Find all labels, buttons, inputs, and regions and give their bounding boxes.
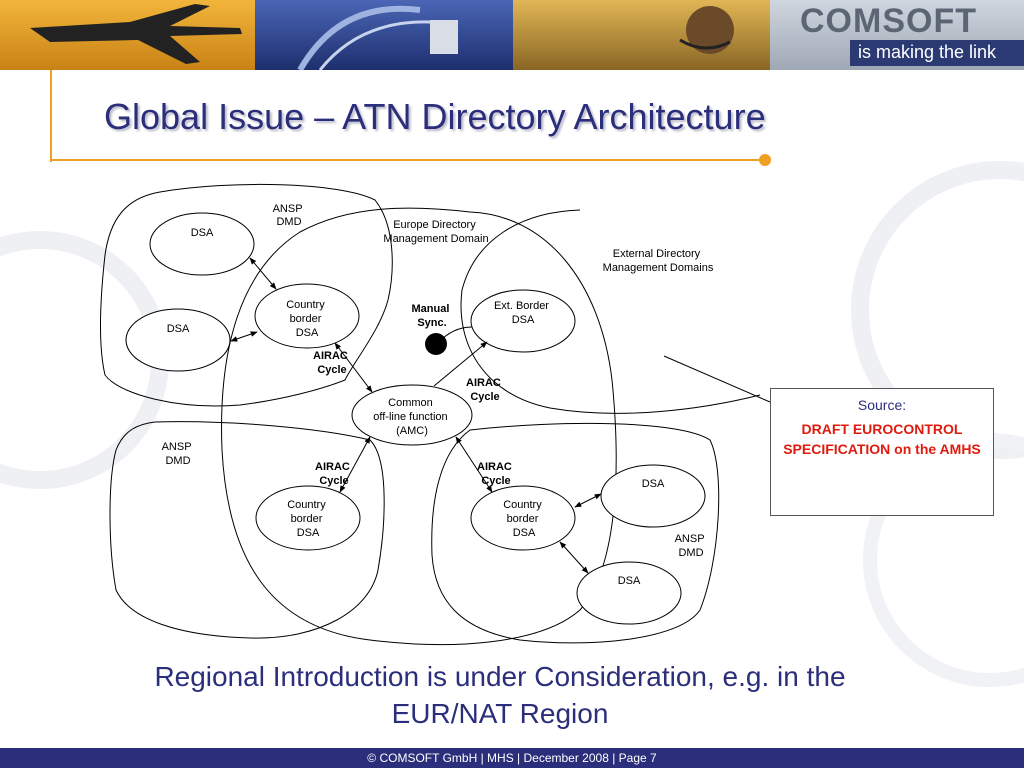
airac-cycle-label-4: AIRAC Cycle xyxy=(477,461,515,487)
dsa-node-top-left xyxy=(149,212,255,276)
header-banner: COMSOFT is making the link xyxy=(0,0,1024,70)
company-logo: COMSOFT xyxy=(800,2,977,40)
footer-bar xyxy=(0,748,1024,768)
dsa-node-right-upper xyxy=(600,464,706,528)
dsa-top-left-label: DSA xyxy=(191,227,214,239)
cb-top-label: Country border DSA xyxy=(286,299,328,339)
dsa-right-upper-label: DSA xyxy=(642,478,665,490)
left-dmd-label: ANSP DMD xyxy=(162,441,195,467)
link-common-to-ext-border xyxy=(433,341,488,387)
source-box: Source: DRAFT EUROCONTROL SPECIFICATION … xyxy=(770,388,994,516)
title-accent-rule xyxy=(50,159,762,161)
country-border-dsa-bottom-left xyxy=(255,485,361,551)
country-border-dsa-top xyxy=(254,283,360,349)
slide-subtitle: Regional Introduction is under Considera… xyxy=(0,658,1000,732)
airplane-icon xyxy=(30,4,242,64)
external-domain-boundary-line xyxy=(663,355,771,403)
right-ansp-dmd-region xyxy=(431,422,720,644)
right-dmd-label: ANSP DMD xyxy=(675,533,708,559)
title-accent-dot xyxy=(759,154,771,166)
dsa-mid-left-label: DSA xyxy=(167,323,190,335)
link-cb-bottom-right-to-dsa-right-lower xyxy=(559,541,589,574)
external-domain-label: External Directory Management Domains xyxy=(603,248,714,274)
title-accent-vertical xyxy=(50,70,52,162)
cb-bottom-left-label: Country border DSA xyxy=(287,499,329,539)
europe-domain-region xyxy=(221,207,617,646)
link-dsa-mid-left-to-cb-top xyxy=(230,331,258,342)
common-label: Common off-line function (AMC) xyxy=(373,397,450,437)
atn-directory-diagram: ANSP DMD Europe Directory Management Dom… xyxy=(100,183,771,646)
country-border-dsa-bottom-right xyxy=(470,485,576,551)
dsa-node-mid-left xyxy=(125,308,231,372)
manual-sync-link xyxy=(437,326,473,344)
manual-sync-point xyxy=(425,333,447,355)
cb-bottom-right-label: Country border DSA xyxy=(503,499,545,539)
tagline-bar xyxy=(850,40,1024,66)
manual-sync-label: Manual Sync. xyxy=(412,303,453,329)
radar-dish-icon xyxy=(297,5,458,70)
dsa-right-lower-label: DSA xyxy=(618,575,641,587)
controller-icon xyxy=(679,6,734,54)
left-ansp-dmd-region xyxy=(109,421,385,639)
link-cb-bottom-right-to-common xyxy=(455,436,493,493)
subtitle-line-1: Regional Introduction is under Considera… xyxy=(154,661,846,692)
link-cb-bottom-left-to-common xyxy=(339,436,371,493)
footer-text: © COMSOFT GmbH | MHS | December 2008 | P… xyxy=(367,751,657,765)
link-cb-top-to-common xyxy=(334,342,373,393)
top-dmd-label: ANSP DMD xyxy=(273,203,306,228)
common-offline-function-node xyxy=(351,384,473,446)
link-cb-bottom-right-to-dsa-right-upper xyxy=(574,493,602,508)
slide-title: Global Issue – ATN Directory Architectur… xyxy=(104,96,766,137)
company-tagline: is making the link xyxy=(858,42,997,62)
source-citation: DRAFT EUROCONTROL SPECIFICATION on the A… xyxy=(783,421,981,457)
ext-border-label: Ext. Border DSA xyxy=(494,300,552,326)
airac-cycle-label-2: AIRAC Cycle xyxy=(466,377,504,403)
ext-border-dsa-node xyxy=(470,289,576,353)
subtitle-line-2: EUR/NAT Region xyxy=(391,698,609,729)
airac-cycle-label-3: AIRAC Cycle xyxy=(315,461,353,487)
link-dsa-top-left-to-cb-top xyxy=(249,257,277,290)
dsa-node-right-lower xyxy=(576,561,682,625)
source-label: Source: xyxy=(857,397,907,413)
external-domain-region xyxy=(460,209,761,414)
airac-cycle-label-1: AIRAC Cycle xyxy=(313,350,351,376)
top-ansp-dmd-region xyxy=(100,183,393,407)
europe-domain-label: Europe Directory Management Domain xyxy=(383,219,488,245)
